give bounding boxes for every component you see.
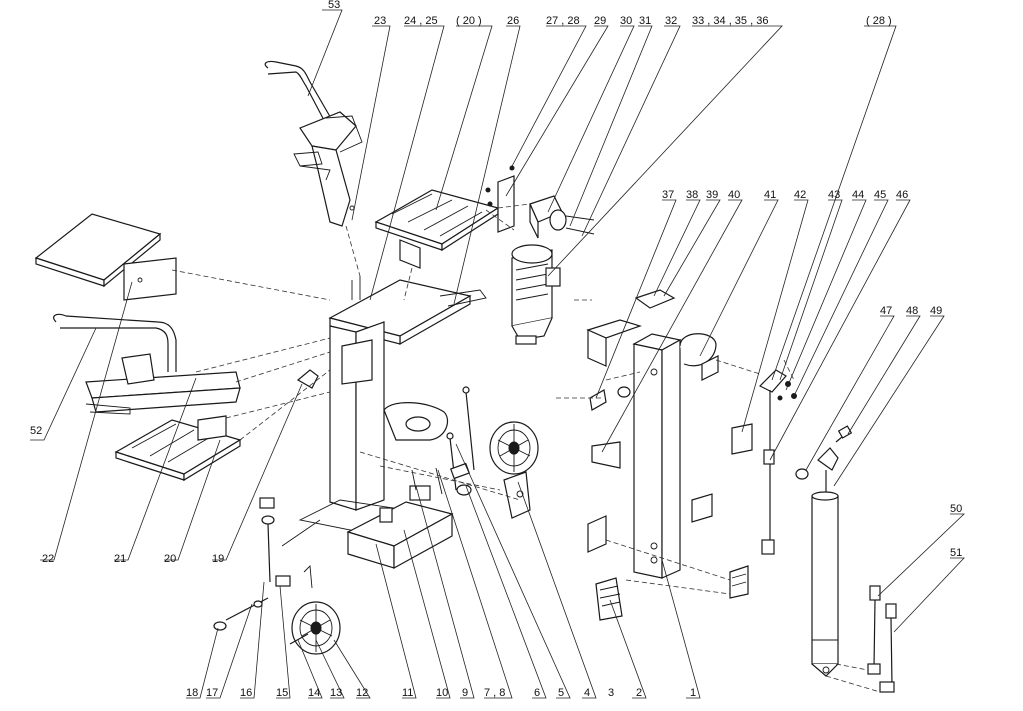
part-53-handle-assembly: [264, 60, 363, 227]
callout-2: 2: [636, 687, 642, 699]
part-17-18-axle: [213, 597, 269, 631]
callout-30: 30: [620, 15, 632, 27]
callout-16: 16: [240, 687, 252, 699]
part-37-bracket: [589, 389, 607, 411]
callout-53: 53: [328, 0, 340, 11]
callout-46: 46: [896, 189, 908, 201]
callout-49: 49: [930, 305, 942, 317]
part-15-16-rod: [259, 497, 291, 587]
callout-4: 4: [584, 687, 590, 699]
part-3-pin: [462, 386, 475, 471]
leader-lines: [30, 9, 965, 699]
part-19-knob: [296, 369, 319, 389]
part-22-side-table: [34, 213, 177, 301]
callout-20: 20: [164, 553, 176, 565]
part-2-grips: [595, 565, 749, 621]
callout-7-8: 7 , 8: [484, 687, 505, 699]
callout-41: 41: [764, 189, 776, 201]
callout-19: 19: [212, 553, 224, 565]
callout-10: 10: [436, 687, 448, 699]
callout-45: 45: [874, 189, 886, 201]
callout-43: 43: [828, 189, 840, 201]
callout-15: 15: [276, 687, 288, 699]
part-10-base-block: [346, 485, 454, 570]
callout-31: 31: [639, 15, 651, 27]
main-column-frame: [281, 276, 487, 547]
callout-38: 38: [686, 189, 698, 201]
callout-20-ref: ( 20 ): [456, 15, 482, 27]
callout-12: 12: [356, 687, 368, 699]
part-50-51-hoses: [867, 585, 897, 693]
part-right-wheel: [489, 421, 539, 519]
callout-27-28: 27 , 28: [546, 15, 580, 27]
callout-21: 21: [114, 553, 126, 565]
part-5-9-fasteners: [411, 462, 472, 496]
callout-48: 48: [906, 305, 918, 317]
callout-14: 14: [308, 687, 320, 699]
part-52-lower-handle: [53, 313, 241, 415]
callout-51: 51: [950, 547, 962, 559]
callout-44: 44: [852, 189, 864, 201]
part-wedge-plate: [383, 402, 449, 441]
callout-24-25: 24 , 25: [404, 15, 438, 27]
part-32-motor: [511, 244, 561, 345]
callout-32: 32: [665, 15, 677, 27]
callout-26: 26: [507, 15, 519, 27]
callout-6: 6: [534, 687, 540, 699]
callout-50: 50: [950, 503, 962, 515]
part-20-lower-plate: [114, 415, 242, 482]
callout-18: 18: [186, 687, 198, 699]
part-49-hydraulic-cylinder: [811, 447, 839, 677]
callout-22: 22: [42, 553, 54, 565]
callout-47: 47: [880, 305, 892, 317]
part-20-top-plate: [374, 189, 500, 269]
part-42-46-bracket-rod: [758, 369, 797, 555]
callout-11: 11: [402, 687, 413, 699]
callout-13: 13: [330, 687, 342, 699]
side-panel-parts: [587, 423, 753, 553]
part-29-31-pump-block: [485, 165, 595, 239]
callout-42: 42: [794, 189, 806, 201]
callout-17: 17: [206, 687, 218, 699]
callout-37: 37: [662, 189, 674, 201]
callout-23: 23: [374, 15, 386, 27]
callout-39: 39: [706, 189, 718, 201]
callout-labels: 53 23 24 , 25 ( 20 ) 26 27 , 28 29 30 31…: [30, 0, 962, 699]
callout-40: 40: [728, 189, 740, 201]
callout-9: 9: [462, 687, 468, 699]
callout-5: 5: [558, 687, 564, 699]
callout-52: 52: [30, 425, 42, 437]
part-4-pin: [446, 432, 457, 491]
part-12-14-left-wheel: [289, 565, 341, 655]
callout-1: 1: [690, 687, 696, 699]
callout-29: 29: [594, 15, 606, 27]
callout-28-ref: ( 28 ): [866, 15, 892, 27]
part-47-48-fittings: [795, 425, 853, 480]
callout-33-36: 33 , 34 , 35 , 36: [692, 15, 768, 27]
callout-3: 3: [608, 687, 614, 699]
part-1-right-column: [586, 319, 719, 579]
